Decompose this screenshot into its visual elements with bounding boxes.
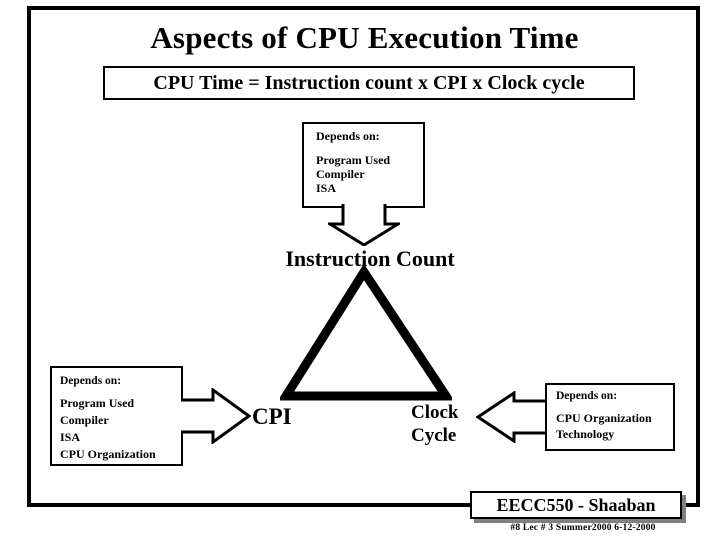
list-item: Technology bbox=[556, 427, 615, 441]
list-item: ISA bbox=[316, 181, 337, 195]
list-item: Program Used bbox=[60, 396, 135, 410]
footer-banner-text: EECC550 - Shaaban bbox=[496, 494, 656, 515]
list-item: ISA bbox=[60, 430, 81, 444]
depends-on-list: CPU Organization Technology bbox=[556, 410, 652, 442]
depends-on-heading: Depends on: bbox=[316, 129, 380, 143]
footer-banner: EECC550 - Shaaban bbox=[470, 491, 682, 519]
triangle-shape bbox=[280, 266, 452, 401]
node-clock-cycle: Clock Cycle bbox=[411, 401, 459, 447]
node-cpi: CPI bbox=[252, 404, 292, 429]
footer-meta-text: #8 Lec # 3 Summer2000 6-12-2000 bbox=[510, 523, 656, 533]
list-item: Compiler bbox=[60, 413, 109, 427]
depends-on-box-instruction-count: Depends on: Program Used Compiler ISA bbox=[302, 122, 425, 208]
cpu-time-formula-text: CPU Time = Instruction count x CPI x Clo… bbox=[153, 71, 585, 94]
node-clock-cycle-line2: Cycle bbox=[411, 425, 457, 446]
list-item: Program Used bbox=[316, 153, 391, 167]
depends-on-heading: Depends on: bbox=[556, 390, 618, 402]
list-item: CPU Organization bbox=[60, 447, 156, 461]
depends-on-box-cpi: Depends on: Program Used Compiler ISA CP… bbox=[50, 366, 183, 466]
slide-border bbox=[27, 6, 700, 507]
footer-rule-right bbox=[686, 503, 700, 506]
cpu-time-formula-box: CPU Time = Instruction count x CPI x Clo… bbox=[103, 66, 635, 100]
page-title: Aspects of CPU Execution Time bbox=[150, 20, 579, 55]
depends-on-list: Program Used Compiler ISA CPU Organizati… bbox=[60, 395, 156, 463]
depends-on-list: Program Used Compiler ISA bbox=[316, 153, 390, 195]
list-item: CPU Organization bbox=[556, 411, 652, 425]
node-clock-cycle-line1: Clock bbox=[411, 402, 459, 423]
list-item: Compiler bbox=[316, 167, 365, 181]
node-instruction-count: Instruction Count bbox=[285, 246, 455, 271]
depends-on-heading: Depends on: bbox=[60, 375, 122, 387]
down-arrow-icon bbox=[328, 204, 400, 246]
depends-on-box-clock-cycle: Depends on: CPU Organization Technology bbox=[545, 383, 675, 451]
right-arrow-icon bbox=[181, 388, 251, 444]
left-arrow-icon bbox=[476, 391, 546, 443]
footer-rule-left bbox=[448, 503, 484, 506]
